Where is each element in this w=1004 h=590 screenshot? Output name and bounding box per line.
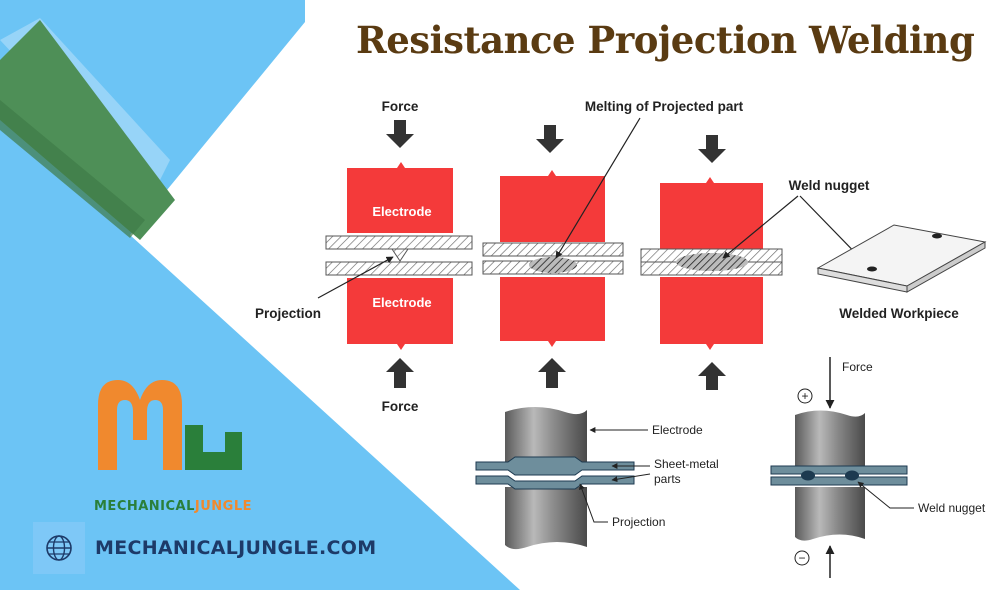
upper-electrode-3 [660,177,763,249]
force-top-arrow [386,120,414,148]
welded-workpiece-label: Welded Workpiece [839,306,959,321]
nugget-dot-1 [867,266,877,272]
cylinder-upper-right [795,410,865,467]
plus-symbol: + [801,389,808,403]
sheet-metal-upper-left [475,456,635,476]
stage-2: Melting of Projected part [482,99,744,388]
lower-electrode-3 [660,277,763,350]
sheet-metal-leader-2 [611,473,651,483]
projection-label: Projection [255,306,321,321]
plus-terminal [797,388,813,404]
workpiece-end [906,241,986,293]
nugget-dot-2 [932,233,942,239]
projection-leader [317,256,394,299]
projection-label-cyl: Projection [612,515,665,529]
stage-3: Weld nugget [640,135,871,390]
force-bottom-arrow-2 [538,358,566,388]
cylinder-lower-right [795,487,865,541]
sheet-metal-label-2: parts [654,472,681,486]
green-stripe-shade [0,100,145,238]
weld-nugget-leader-cyl [857,481,914,509]
projection-leader-cyl [579,483,608,523]
force-bottom-label: Force [382,399,419,414]
globe-icon [33,522,85,574]
projection-bump [391,248,409,262]
sheet-metal-lower-left [475,475,635,490]
electrode-lower-label: Electrode [372,295,431,310]
brand-wordmark: MECHANICALJUNGLE [94,499,252,514]
website-url[interactable]: MECHANICALJUNGLE.COM [95,537,377,559]
cylinder-upper-left [505,407,587,465]
melting-zone [529,257,577,273]
weld-nugget-left [801,470,815,481]
minus-terminal [794,550,810,566]
weld-nugget-zone [676,253,748,271]
melting-label: Melting of Projected part [585,99,744,114]
lower-electrode [347,278,453,350]
melting-leader [555,117,641,259]
weld-nugget-right [845,470,859,481]
electrode-upper-label: Electrode [372,204,431,219]
cylinder-diagram-left: Electrode Sheet-metal parts Projection [475,407,719,550]
page-title: Resistance Projection Welding [356,18,975,62]
lower-electrode-2 [500,277,605,347]
brand-name-part1: MECHANICAL [94,499,195,514]
welded-workpiece: Welded Workpiece [816,224,987,321]
logo-letter-m [98,380,182,470]
sheet-metal-label-1: Sheet-metal [654,457,719,471]
weld-nugget-leader-1 [722,195,799,259]
sheet-metal-upper-right [770,465,908,475]
sheet-lower [325,261,473,276]
upper-electrode-2 [500,170,605,242]
force-top-arrow-3 [698,135,726,163]
electrode-label-cyl: Electrode [652,423,703,437]
force-top-label: Force [382,99,419,114]
brand-name-part2: JUNGLE [194,499,253,514]
upper-electrode [347,162,453,233]
green-stripe [0,20,175,240]
minus-symbol: − [798,551,805,565]
force-top-arrow-2 [536,125,564,153]
sheet-upper-2 [482,242,624,257]
force-bottom-arrow-3 [698,362,726,390]
sheet-metal-lower-right [770,476,908,486]
logo-letter-l [185,425,242,470]
force-bottom-arrow [386,358,414,388]
stage-1: Force Electrode Electrode Force Projecti… [255,99,473,414]
brand-logo [98,380,242,470]
weld-nugget-label-cyl: Weld nugget [918,501,986,515]
website-bar[interactable]: MECHANICALJUNGLE.COM [33,522,428,574]
force-label-cyl: Force [842,360,873,374]
cylinder-diagram-right: Force + − Weld nugget [770,357,986,578]
weld-nugget-label: Weld nugget [789,178,870,193]
cylinder-lower-left [505,487,587,550]
sheet-upper [325,235,473,250]
